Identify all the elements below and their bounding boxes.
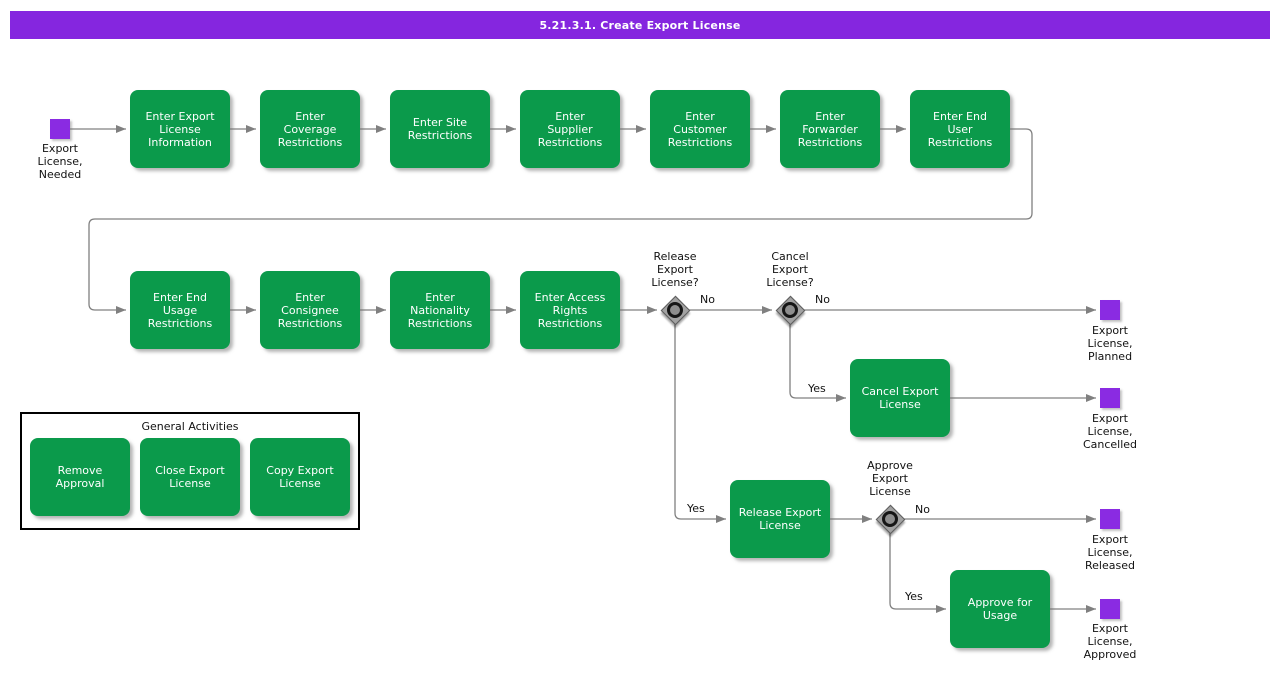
activity-release-export-license[interactable]: Release Export License	[730, 480, 830, 558]
event-label-export-license-released: Export License, Released	[1085, 533, 1135, 572]
branch-label-yes: Yes	[687, 502, 705, 515]
activity-enter-nationality-restrictions[interactable]: Enter Nationality Restrictions	[390, 271, 490, 349]
branch-label-yes: Yes	[905, 590, 923, 603]
decision-ring-icon	[782, 302, 798, 318]
event-label-export-license-planned: Export License, Planned	[1087, 324, 1133, 363]
activity-enter-site-restrictions[interactable]: Enter Site Restrictions	[390, 90, 490, 168]
activity-approve-for-usage[interactable]: Approve for Usage	[950, 570, 1050, 648]
activity-enter-access-rights-restrictions[interactable]: Enter Access Rights Restrictions	[520, 271, 620, 349]
general-activities-title: General Activities	[141, 420, 239, 433]
activity-enter-customer-restrictions[interactable]: Enter Customer Restrictions	[650, 90, 750, 168]
branch-label-yes: Yes	[808, 382, 826, 395]
end-event-export-license-released[interactable]	[1100, 509, 1120, 529]
end-event-export-license-approved[interactable]	[1100, 599, 1120, 619]
activity-remove-approval[interactable]: Remove Approval	[30, 438, 130, 516]
activity-enter-end-user-restrictions[interactable]: Enter End User Restrictions	[910, 90, 1010, 168]
decision-ring-icon	[667, 302, 683, 318]
activity-copy-export-license[interactable]: Copy Export License	[250, 438, 350, 516]
event-label-export-license-approved: Export License, Approved	[1083, 622, 1137, 661]
branch-label-no: No	[700, 293, 715, 306]
decision-ring-icon	[882, 511, 898, 527]
event-label-export-license-needed: Export License, Needed	[37, 142, 83, 181]
end-event-export-license-cancelled[interactable]	[1100, 388, 1120, 408]
start-event-export-license-needed[interactable]	[50, 119, 70, 139]
activity-close-export-license[interactable]: Close Export License	[140, 438, 240, 516]
connector-release-yes	[674, 324, 726, 523]
page-title: 5.21.3.1. Create Export License	[539, 18, 741, 32]
gateway-label-cancel: Cancel Export License?	[766, 250, 814, 289]
title-bar: 5.21.3.1. Create Export License	[10, 11, 1270, 39]
activity-enter-consignee-restrictions[interactable]: Enter Consignee Restrictions	[260, 271, 360, 349]
activity-enter-end-usage-restrictions[interactable]: Enter End Usage Restrictions	[130, 271, 230, 349]
activity-enter-coverage-restrictions[interactable]: Enter Coverage Restrictions	[260, 90, 360, 168]
activity-enter-forwarder-restrictions[interactable]: Enter Forwarder Restrictions	[780, 90, 880, 168]
event-label-export-license-cancelled: Export License, Cancelled	[1082, 412, 1138, 451]
gateway-label-release: Release Export License?	[651, 250, 699, 289]
activity-cancel-export-license[interactable]: Cancel Export License	[850, 359, 950, 437]
end-event-export-license-planned[interactable]	[1100, 300, 1120, 320]
general-activities-panel: General Activities Remove Approval Close…	[20, 412, 360, 530]
branch-label-no: No	[815, 293, 830, 306]
gateway-label-approve: Approve Export License	[867, 459, 913, 498]
activity-enter-export-license-information[interactable]: Enter Export License Information	[130, 90, 230, 168]
gateway-approve-export-license	[875, 504, 906, 535]
gateway-cancel-export-license	[775, 295, 806, 326]
gateway-release-export-license	[660, 295, 691, 326]
branch-label-no: No	[915, 503, 930, 516]
activity-enter-supplier-restrictions[interactable]: Enter Supplier Restrictions	[520, 90, 620, 168]
